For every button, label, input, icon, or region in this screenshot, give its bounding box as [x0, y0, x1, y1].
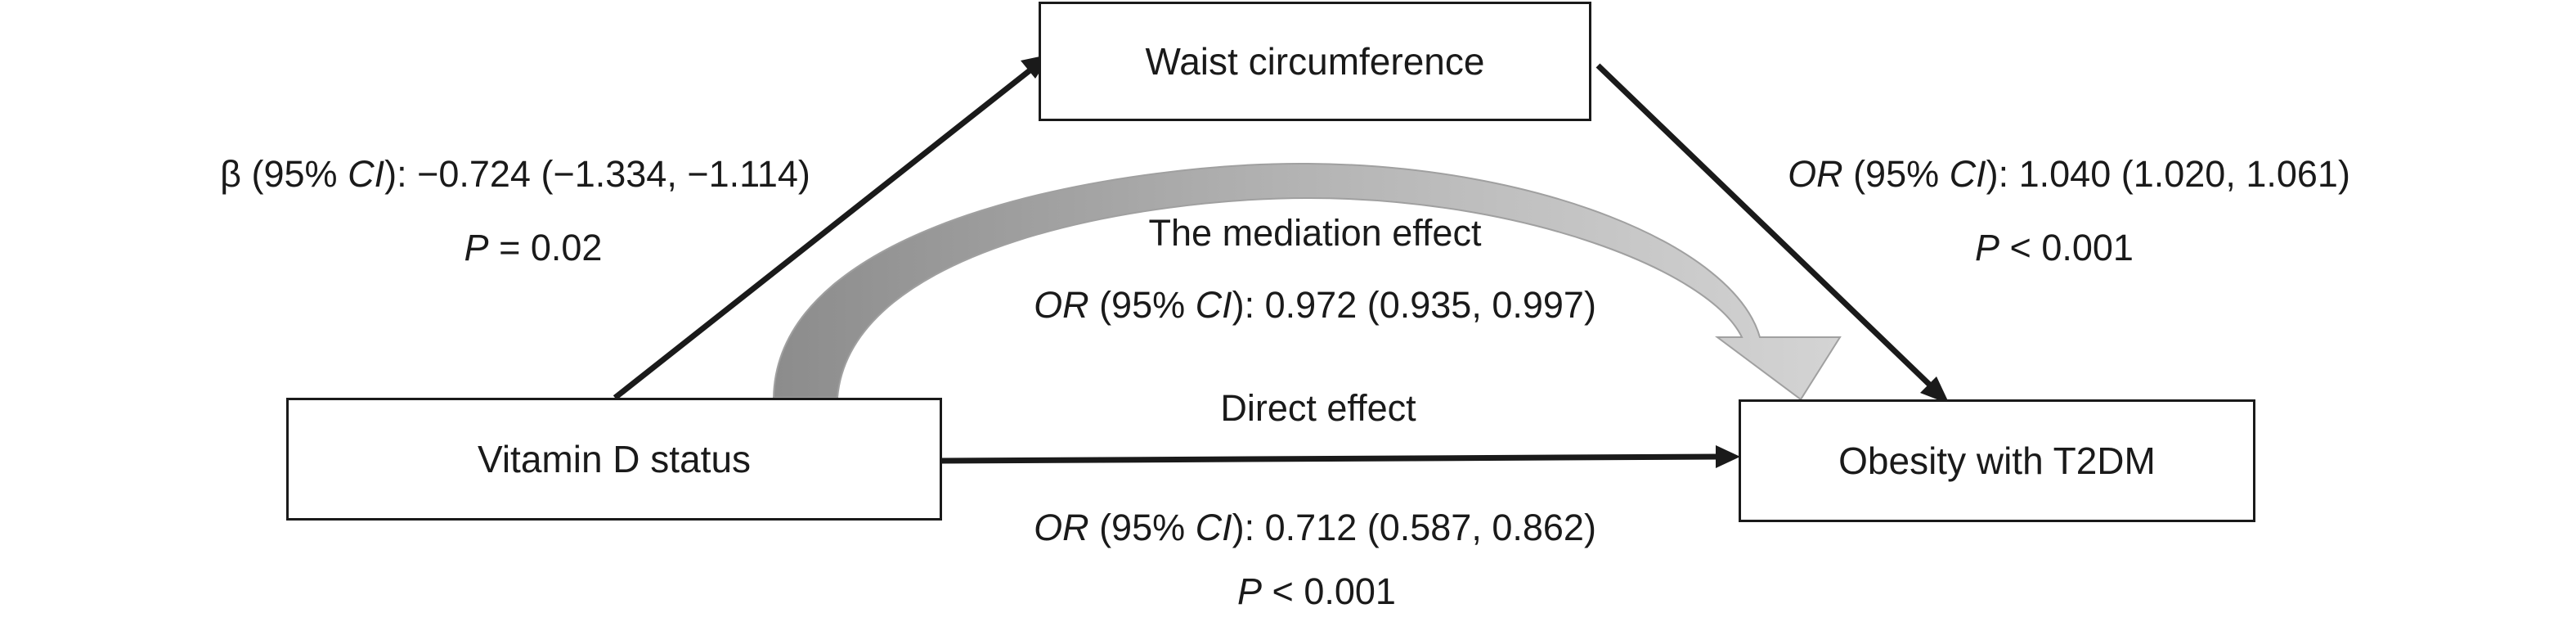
path-b-p: P < 0.001	[1975, 229, 2134, 266]
direct-title-text: Direct effect	[1220, 387, 1416, 429]
arrow-mediator-to-outcome	[1595, 63, 1942, 397]
node-exposure-label: Vitamin D status	[477, 438, 752, 480]
mediation-title: The mediation effect	[1149, 214, 1482, 251]
arrowhead-exposure-to-outcome	[1716, 445, 1740, 468]
path-a-stat-value: ): −0.724 (−1.334, −1.114)	[384, 153, 810, 195]
node-mediator-label: Waist circumference	[1145, 40, 1485, 83]
path-a-stat-prefix: β (95%	[220, 153, 348, 195]
arrow-exposure-to-outcome	[941, 453, 1721, 464]
direct-open: (95%	[1088, 507, 1196, 548]
node-exposure: Vitamin D status	[286, 398, 942, 521]
path-b-open: (95%	[1842, 153, 1950, 195]
mediation-ci-label: CI	[1195, 284, 1232, 326]
mediation-stat: OR (95% CI): 0.972 (0.935, 0.997)	[1034, 286, 1596, 323]
path-a-ci-label: CI	[348, 153, 385, 195]
direct-title: Direct effect	[1220, 390, 1416, 426]
node-outcome: Obesity with T2DM	[1739, 399, 2255, 522]
arrowhead-mediator-to-outcome	[1920, 376, 1950, 404]
mediation-open: (95%	[1088, 284, 1196, 326]
mediation-title-text: The mediation effect	[1148, 212, 1482, 254]
direct-or-label: OR	[1034, 507, 1089, 548]
direct-p-value: < 0.001	[1262, 570, 1396, 612]
direct-ci-label: CI	[1195, 507, 1232, 548]
node-outcome-label: Obesity with T2DM	[1838, 439, 2156, 482]
direct-stat-value: ): 0.712 (0.587, 0.862)	[1232, 507, 1596, 548]
path-b-p-label: P	[1975, 227, 2000, 268]
path-a-p-label: P	[464, 227, 489, 268]
mediation-stat-value: ): 0.972 (0.935, 0.997)	[1232, 284, 1596, 326]
direct-stat: OR (95% CI): 0.712 (0.587, 0.862)	[1034, 509, 1596, 546]
mediation-curve-band	[772, 162, 1842, 401]
path-b-ci-label: CI	[1949, 153, 1986, 195]
path-a-p-value: = 0.02	[488, 227, 603, 268]
path-b-p-value: < 0.001	[1999, 227, 2134, 268]
arrow-exposure-to-mediator	[613, 60, 1043, 400]
path-b-stat: OR (95% CI): 1.040 (1.020, 1.061)	[1788, 156, 2350, 192]
node-mediator: Waist circumference	[1039, 2, 1591, 121]
direct-p-label: P	[1237, 570, 1263, 612]
path-b-stat-value: ): 1.040 (1.020, 1.061)	[1986, 153, 2350, 195]
mediation-or-label: OR	[1034, 284, 1089, 326]
path-b-or-label: OR	[1788, 153, 1843, 195]
path-a-stat: β (95% CI): −0.724 (−1.334, −1.114)	[220, 156, 810, 192]
path-a-p: P = 0.02	[464, 229, 603, 266]
direct-p: P < 0.001	[1237, 573, 1396, 610]
